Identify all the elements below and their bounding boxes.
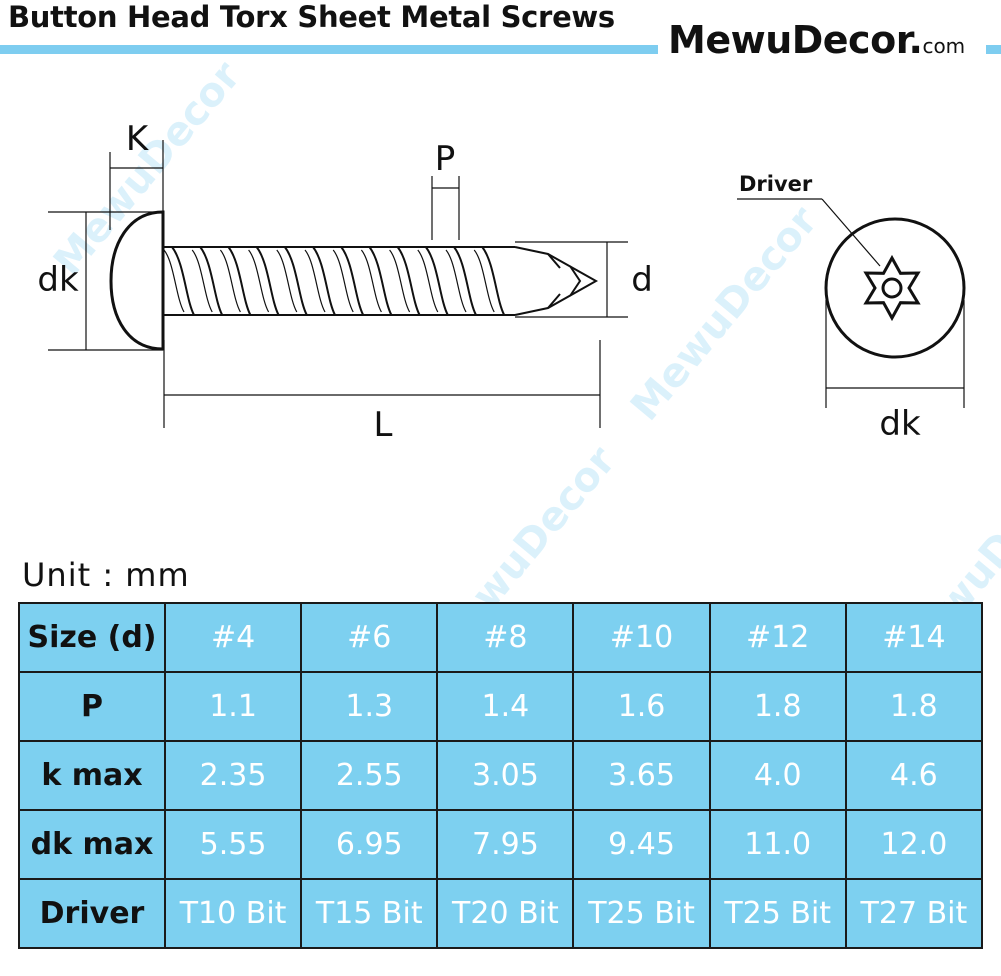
table-cell: #10 [572,602,711,673]
brand-name: MewuDecor. [668,18,923,62]
label-dk-front: dk [879,404,921,444]
table-cell: 3.05 [436,740,575,811]
table-cell: #8 [436,602,575,673]
table-cell: 1.1 [163,671,303,742]
thread-line [227,246,252,316]
label-k: K [126,119,150,159]
label-p: P [435,139,456,179]
row-header: dk max [18,809,166,880]
thread-line [163,249,185,313]
screw-head [109,210,165,351]
thread-line [417,249,439,313]
table-cell: 4.6 [844,740,984,811]
label-l: L [374,405,393,445]
table-cell: T27 Bit [844,878,984,949]
thread-line [248,249,270,313]
thread-line [276,249,298,313]
thread-line [199,246,224,316]
screw-threads [163,246,506,316]
table-cell: #14 [844,602,984,673]
table-cell: 6.95 [300,809,439,880]
table-cell: #4 [163,602,303,673]
title-underline-bar-right [986,45,1001,54]
row-header: Driver [18,878,166,949]
table-cell: 1.3 [300,671,439,742]
table-cell: #12 [708,602,847,673]
table-cell: 1.6 [572,671,711,742]
thread-line [304,249,326,313]
thread-line [312,246,336,316]
thread-line [481,246,506,316]
screw-drawing: K P dk d L Driver dk [37,119,966,445]
thread-line [332,249,354,313]
table-cell: 2.55 [300,740,439,811]
table-row: Size (d)#4#6#8#10#12#14 [18,602,984,673]
table-cell: T20 Bit [436,878,575,949]
title-underline-bar [0,45,658,54]
brand-suffix: com [922,34,966,58]
table-cell: 1.8 [708,671,847,742]
table-cell: 2.35 [163,740,303,811]
row-header: Size (d) [18,602,166,673]
table-cell: #6 [300,602,439,673]
thread-line [453,246,477,316]
row-header: k max [18,740,166,811]
label-driver: Driver [739,172,813,196]
table-cell: T25 Bit [708,878,847,949]
thread-line [424,246,449,316]
thread-line [191,249,213,313]
thread-line [473,249,495,313]
thread-line [255,246,280,316]
table-cell: 1.8 [844,671,984,742]
thread-line [360,249,382,313]
table-cell: T25 Bit [572,878,711,949]
table-cell: 3.65 [572,740,711,811]
thread-line [396,246,421,316]
thread-line [389,249,411,313]
thread-line [219,249,241,313]
row-header: P [18,671,166,742]
tamper-pin [881,277,903,299]
page-title: Button Head Torx Sheet Metal Screws [8,0,615,34]
table-cell: 12.0 [844,809,984,880]
table-cell: 4.0 [708,740,847,811]
driver-leader-diag [821,198,881,267]
table-cell: 7.95 [436,809,575,880]
table-cell: T10 Bit [163,878,303,949]
brand-logo: MewuDecor.com [668,18,965,62]
thread-line [171,246,195,316]
label-dk-side: dk [37,260,79,300]
table-cell: 11.0 [708,809,847,880]
table-cell: T15 Bit [300,878,439,949]
label-d: d [631,260,653,300]
thread-line [445,249,467,313]
table-cell: 5.55 [163,809,303,880]
screw-tip [514,246,599,316]
thread-line [368,246,393,316]
unit-label: Unit : mm [22,556,190,594]
thread-line [340,246,365,316]
table-cell: 1.4 [436,671,575,742]
thread-line [283,246,308,316]
table-cell: 9.45 [572,809,711,880]
